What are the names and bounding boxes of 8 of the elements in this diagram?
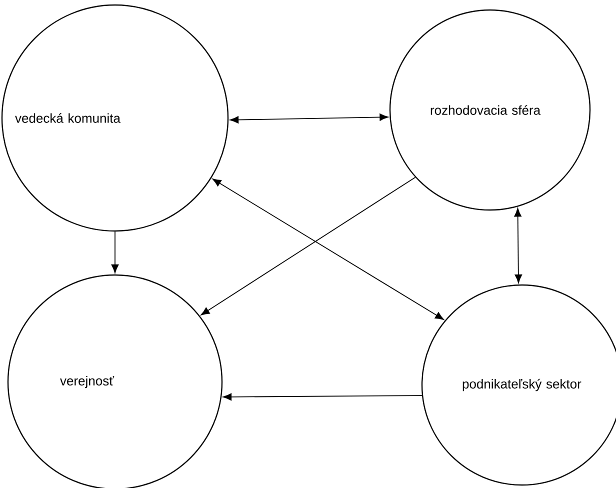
arrow	[230, 114, 388, 124]
arrow	[514, 208, 522, 284]
arrow	[200, 176, 416, 316]
arrow	[111, 231, 119, 274]
arrow	[212, 178, 444, 320]
arrow	[222, 393, 422, 401]
circle-node: vedecká komunita	[1, 4, 229, 232]
circle-node: rozhodovacia sféra	[389, 9, 591, 211]
